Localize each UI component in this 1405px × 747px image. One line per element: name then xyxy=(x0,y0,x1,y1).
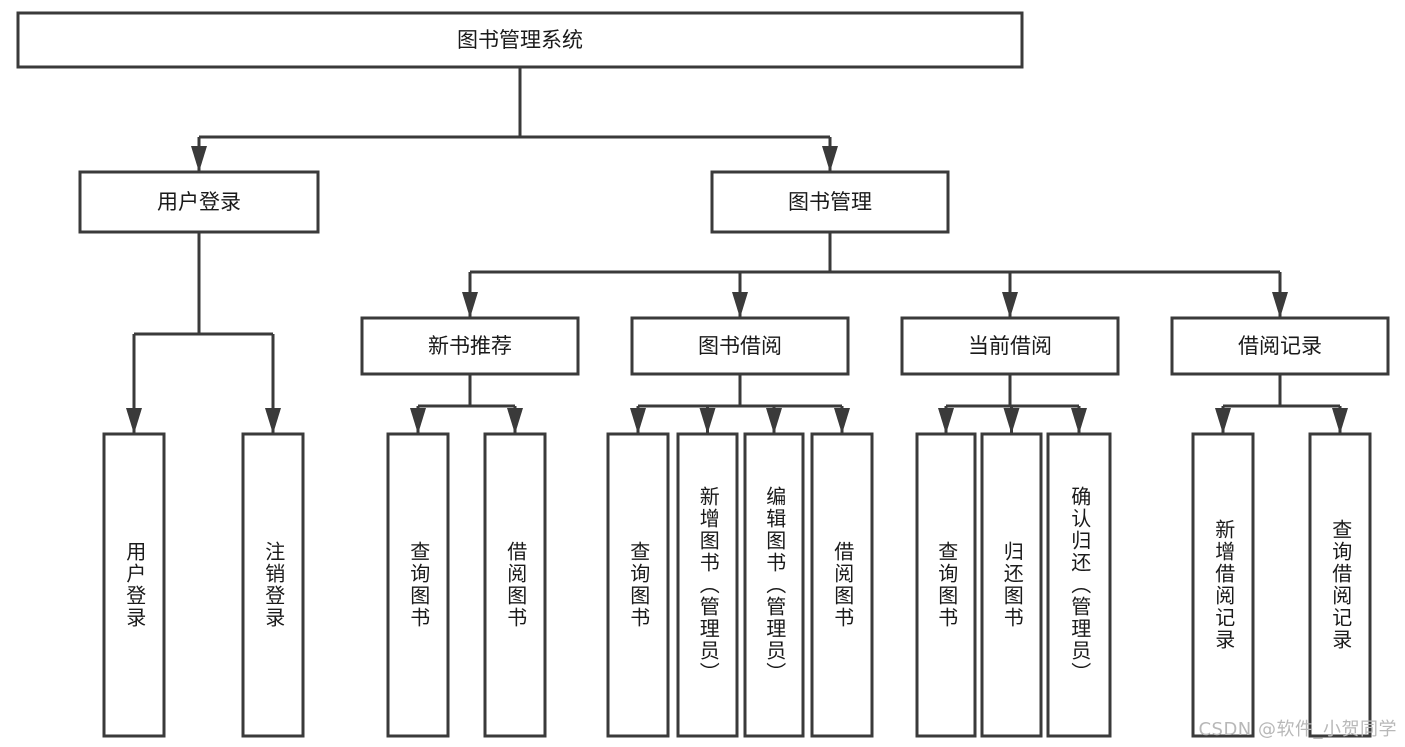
arrow-head-icon xyxy=(699,408,716,434)
root-node-box[interactable] xyxy=(16,11,1024,69)
arrow-head-icon xyxy=(410,408,426,434)
arrow-head-icon xyxy=(732,292,748,318)
level3-node-3-label: 借阅记录 xyxy=(1238,334,1322,358)
root-node-label: 图书管理系统 xyxy=(457,28,583,52)
arrow-head-icon xyxy=(766,408,782,434)
leaf-node-box-3[interactable] xyxy=(483,432,547,738)
watermark-text: CSDN @软件_小贺同学 xyxy=(1198,719,1397,740)
arrow-head-icon xyxy=(1002,292,1018,318)
arrow-head-icon xyxy=(1215,408,1231,434)
level3-node-box-3[interactable] xyxy=(1170,316,1390,376)
level2-node-box-1[interactable] xyxy=(710,170,950,234)
level2-node-box-0[interactable] xyxy=(78,170,320,234)
leaf-node-box-6[interactable] xyxy=(743,432,805,738)
leaf-node-box-2[interactable] xyxy=(386,432,450,738)
arrow-head-icon xyxy=(834,408,850,434)
leaf-node-box-0[interactable] xyxy=(102,432,166,738)
arrow-head-icon xyxy=(1272,292,1288,318)
level3-node-box-0[interactable] xyxy=(360,316,580,376)
leaf-node-box-12[interactable] xyxy=(1308,432,1372,738)
arrow-head-icon xyxy=(126,408,142,434)
level3-node-box-2[interactable] xyxy=(900,316,1120,376)
leaf-node-box-8[interactable] xyxy=(915,432,977,738)
arrow-head-icon xyxy=(938,408,954,434)
leaf-node-box-10[interactable] xyxy=(1046,432,1112,738)
level3-node-box-1[interactable] xyxy=(630,316,850,376)
arrow-head-icon xyxy=(822,146,838,172)
leaf-node-box-1[interactable] xyxy=(241,432,305,738)
level2-node-1-label: 图书管理 xyxy=(788,190,872,214)
arrow-head-icon xyxy=(462,292,478,318)
level3-node-2-label: 当前借阅 xyxy=(968,334,1052,358)
leaf-node-box-7[interactable] xyxy=(810,432,874,738)
arrow-head-icon xyxy=(191,146,207,172)
level3-node-1-label: 图书借阅 xyxy=(698,334,782,358)
leaf-node-box-11[interactable] xyxy=(1191,432,1255,738)
connectors-layer xyxy=(126,67,1348,434)
arrow-head-icon xyxy=(1332,408,1348,434)
arrow-head-icon xyxy=(507,408,523,434)
boxes-layer xyxy=(16,11,1390,738)
level2-node-0-label: 用户登录 xyxy=(157,190,241,214)
leaf-node-box-9[interactable] xyxy=(980,432,1043,738)
arrow-head-icon xyxy=(265,408,281,434)
arrow-head-icon xyxy=(630,408,646,434)
arrow-head-icon xyxy=(1003,408,1020,434)
level3-node-0-label: 新书推荐 xyxy=(428,334,512,358)
leaf-node-box-4[interactable] xyxy=(606,432,670,738)
arrow-head-icon xyxy=(1071,408,1087,434)
leaf-node-box-5[interactable] xyxy=(676,432,739,738)
